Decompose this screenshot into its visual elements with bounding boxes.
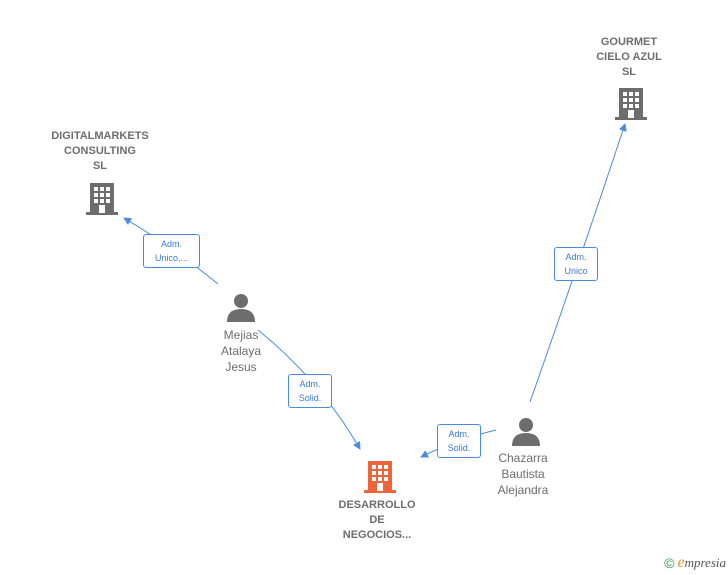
person-label-chazarra[interactable]: Chazarra Bautista Alejandra <box>478 450 568 498</box>
person-icon[interactable] <box>226 292 256 322</box>
label-line: CIELO AZUL <box>596 51 662 63</box>
edge-label-line: Adm. <box>448 429 470 439</box>
label-line: DIGITALMARKETS <box>51 130 149 142</box>
person-label-mejias[interactable]: Mejias Atalaya Jesus <box>196 327 286 375</box>
company-label-digitalmarkets[interactable]: DIGITALMARKETS CONSULTING SL <box>40 129 160 174</box>
label-line: Jesus <box>225 360 257 374</box>
label-line: Mejias <box>223 328 259 342</box>
label-line: SL <box>621 66 637 78</box>
label-line: Chazarra <box>498 451 548 465</box>
label-line: Alejandra <box>497 483 549 497</box>
building-icon[interactable] <box>364 459 396 493</box>
edge-label-line: Unico,... <box>154 253 188 263</box>
label-line: DESARROLLO <box>338 499 416 511</box>
edge-label-line: Adm. <box>565 252 587 262</box>
edge-label-line: Adm. <box>299 379 321 389</box>
edge-label-line: Solid. <box>298 393 322 403</box>
brand-name: mpresia <box>684 555 726 570</box>
edge-label-line: Unico <box>564 266 588 276</box>
company-label-desarrollo[interactable]: DESARROLLO DE NEGOCIOS... <box>322 498 432 543</box>
brand-initial: e <box>677 554 685 571</box>
person-icon[interactable] <box>511 416 541 446</box>
edge-label-chazarra-gourmet[interactable]: Adm. Unico <box>554 247 598 281</box>
company-label-gourmet[interactable]: GOURMET CIELO AZUL SL <box>579 35 679 80</box>
label-line: CONSULTING <box>64 145 136 157</box>
label-line: GOURMET <box>600 36 658 48</box>
edge-label-chazarra-desarrollo[interactable]: Adm. Solid. <box>437 424 481 458</box>
edge-label-line: Adm. <box>160 239 182 249</box>
edge-label-mejias-digitalmarkets[interactable]: Adm. Unico,... <box>143 234 200 268</box>
copyright-icon: © <box>664 555 675 571</box>
label-line: SL <box>92 160 108 172</box>
label-line: Atalaya <box>220 344 262 358</box>
brand-logo: empresia <box>677 554 726 572</box>
building-icon[interactable] <box>615 86 647 120</box>
building-icon[interactable] <box>86 181 118 215</box>
edge-label-line: Solid. <box>447 443 471 453</box>
label-line: Bautista <box>501 467 545 481</box>
footer-brand[interactable]: © empresia <box>664 554 726 572</box>
label-line: NEGOCIOS... <box>342 529 412 541</box>
edge-label-mejias-desarrollo[interactable]: Adm. Solid. <box>288 374 332 408</box>
label-line: DE <box>369 514 385 526</box>
